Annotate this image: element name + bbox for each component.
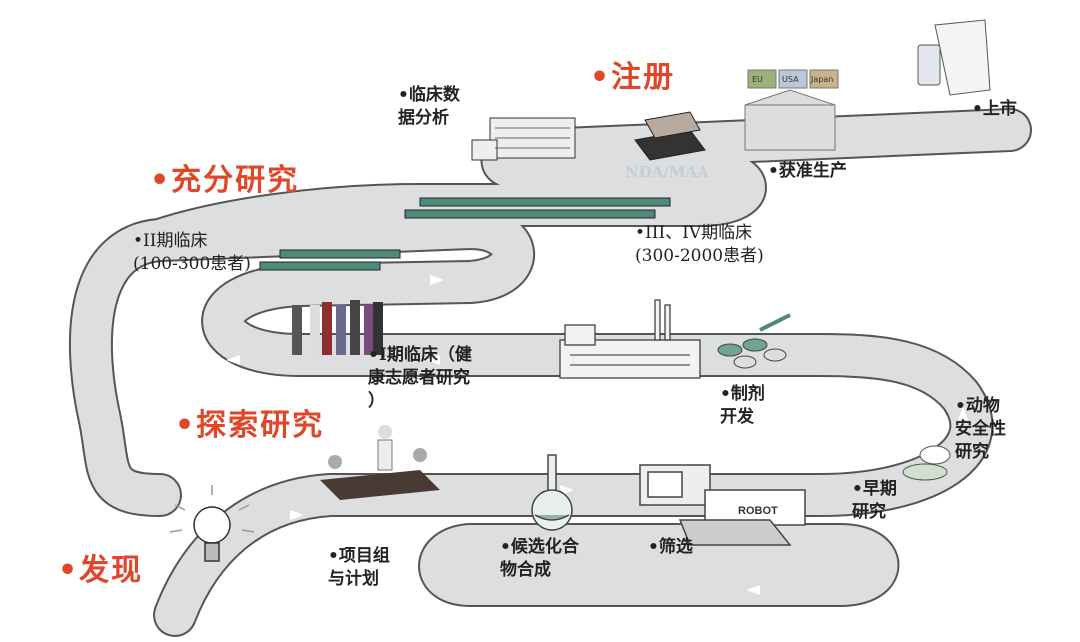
arrow-icon bbox=[560, 485, 574, 495]
flask-icon bbox=[531, 454, 573, 531]
hospital-beds-phase2 bbox=[259, 249, 401, 271]
robot-label: ROBOT bbox=[738, 505, 778, 517]
flag-eu: EU bbox=[752, 75, 763, 84]
label-nda-maa: NDA/MAA bbox=[625, 163, 709, 181]
arrow-icon bbox=[426, 355, 440, 365]
label-candidate-synthesis: •候选化合 物合成 bbox=[500, 537, 579, 580]
flag-usa: USA bbox=[782, 75, 799, 84]
arrow-icon bbox=[430, 275, 444, 285]
lightbulb-icon bbox=[169, 485, 255, 562]
screening-robot-icon: ROBOT bbox=[639, 464, 806, 546]
label-market: •上市 bbox=[972, 99, 1017, 119]
flag-japan: Japan bbox=[810, 75, 833, 84]
medicine-bottle-icon bbox=[917, 19, 991, 96]
label-screening: •筛选 bbox=[648, 537, 693, 557]
pills-icon bbox=[717, 313, 791, 369]
road-surface bbox=[70, 110, 1030, 635]
label-approval: •获准生产 bbox=[768, 161, 847, 181]
stage-discovery: •发现 bbox=[58, 553, 144, 588]
stage-full-research: •充分研究 bbox=[150, 163, 300, 198]
arrow-icon bbox=[290, 510, 304, 520]
label-phase1: •I期临床（健 康志愿者研究 ） bbox=[368, 345, 472, 411]
document-stack-icon bbox=[634, 111, 706, 161]
direction-arrows bbox=[226, 275, 968, 595]
label-formulation: •制剂 开发 bbox=[720, 384, 765, 427]
project-meeting-icon bbox=[320, 425, 440, 500]
volunteers-icon bbox=[292, 300, 383, 355]
label-clinical-data-analysis: •临床数 据分析 bbox=[398, 85, 460, 128]
stage-registration: •注册 bbox=[590, 60, 676, 95]
government-building-icon: EU USA Japan bbox=[744, 69, 839, 151]
stage-exploratory-research: •探索研究 bbox=[175, 408, 325, 443]
label-project-team: •项目组 与计划 bbox=[328, 546, 390, 589]
hospital-beds-phase3 bbox=[404, 197, 671, 219]
arrow-icon bbox=[958, 406, 968, 420]
office-building-icon bbox=[471, 117, 576, 161]
lab-mouse-icon bbox=[902, 445, 951, 481]
label-phase2: •II期临床 (100-300患者) bbox=[133, 231, 251, 274]
arrow-icon bbox=[226, 355, 240, 365]
label-phase3-4: •III、IV期临床 (300-2000患者) bbox=[635, 223, 764, 266]
factory-icon bbox=[559, 299, 701, 379]
label-animal-safety: •动物 安全性 研究 bbox=[955, 396, 1006, 462]
arrow-icon bbox=[746, 585, 760, 595]
label-early-research: •早期 研究 bbox=[852, 479, 897, 522]
